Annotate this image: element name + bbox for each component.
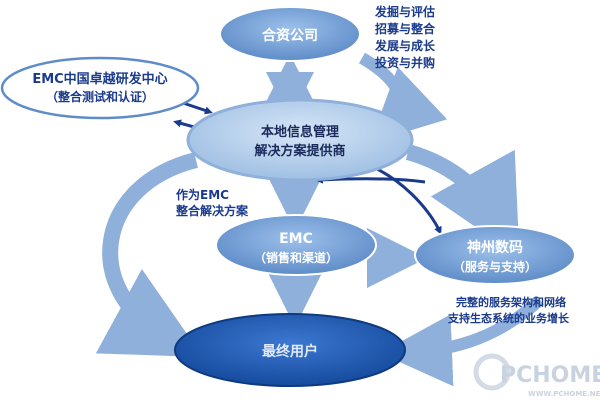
flow-arrows bbox=[95, 52, 544, 387]
service-annotation: 完整的服务架构和网络 支持生态系统的业务增长 bbox=[447, 295, 570, 325]
emc-center-line-1: EMC中国卓越研发中心 bbox=[32, 71, 167, 87]
as-emc-line-2: 整合解决方案 bbox=[175, 203, 249, 218]
jv-function-2: 招募与整合 bbox=[375, 21, 436, 36]
node-emc: EMC （销售和渠道） bbox=[215, 214, 377, 276]
jv-function-4: 投资与并购 bbox=[375, 55, 435, 70]
node-emc-rd-center: EMC中国卓越研发中心 （整合测试和认证） bbox=[0, 56, 200, 120]
local-line-1: 本地信息管理 bbox=[261, 124, 339, 140]
as-emc-annotation: 作为EMC 整合解决方案 bbox=[175, 187, 249, 218]
arrow-jv-to-local-right bbox=[358, 52, 448, 143]
node-local-provider: 本地信息管理 解决方案提供商 bbox=[186, 98, 414, 182]
service-line-1: 完整的服务架构和网络 bbox=[456, 295, 566, 309]
service-line-2: 支持生态系统的业务增长 bbox=[447, 311, 570, 325]
arrow-local-to-dc bbox=[405, 144, 520, 257]
jv-function-3: 发展与成长 bbox=[374, 38, 436, 53]
node-digital-china: 神州数码 （服务与支持） bbox=[414, 225, 576, 285]
local-line-2: 解决方案提供商 bbox=[253, 143, 345, 159]
pchome-watermark: PCHOME WWW.PCHOME.NET bbox=[473, 353, 600, 398]
watermark-swoosh-icon bbox=[473, 353, 511, 391]
emc-line-1: EMC bbox=[279, 231, 313, 247]
node-joint-venture: 合资公司 bbox=[219, 6, 361, 62]
emc-line-2: （销售和渠道） bbox=[254, 250, 338, 265]
dc-line-1: 神州数码 bbox=[467, 239, 523, 256]
watermark-brand: PCHOME bbox=[500, 363, 600, 388]
dc-line-2: （服务与支持） bbox=[453, 259, 537, 274]
jv-label: 合资公司 bbox=[262, 27, 318, 44]
as-emc-line-1: 作为EMC bbox=[176, 187, 229, 202]
arrow-service-to-user bbox=[380, 295, 544, 387]
jv-function-1: 发掘与评估 bbox=[374, 4, 435, 19]
emc-center-line-2: （整合测试和认证） bbox=[46, 89, 154, 104]
node-end-user: 最终用户 bbox=[174, 313, 406, 387]
jv-functions-list: 发掘与评估 招募与整合 发展与成长 投资与并购 bbox=[374, 4, 436, 70]
arrow-local-to-user-left bbox=[95, 152, 204, 358]
user-label: 最终用户 bbox=[262, 343, 318, 360]
arrow-local-to-dc-dark bbox=[359, 160, 442, 235]
watermark-url: WWW.PCHOME.NET bbox=[528, 390, 600, 398]
